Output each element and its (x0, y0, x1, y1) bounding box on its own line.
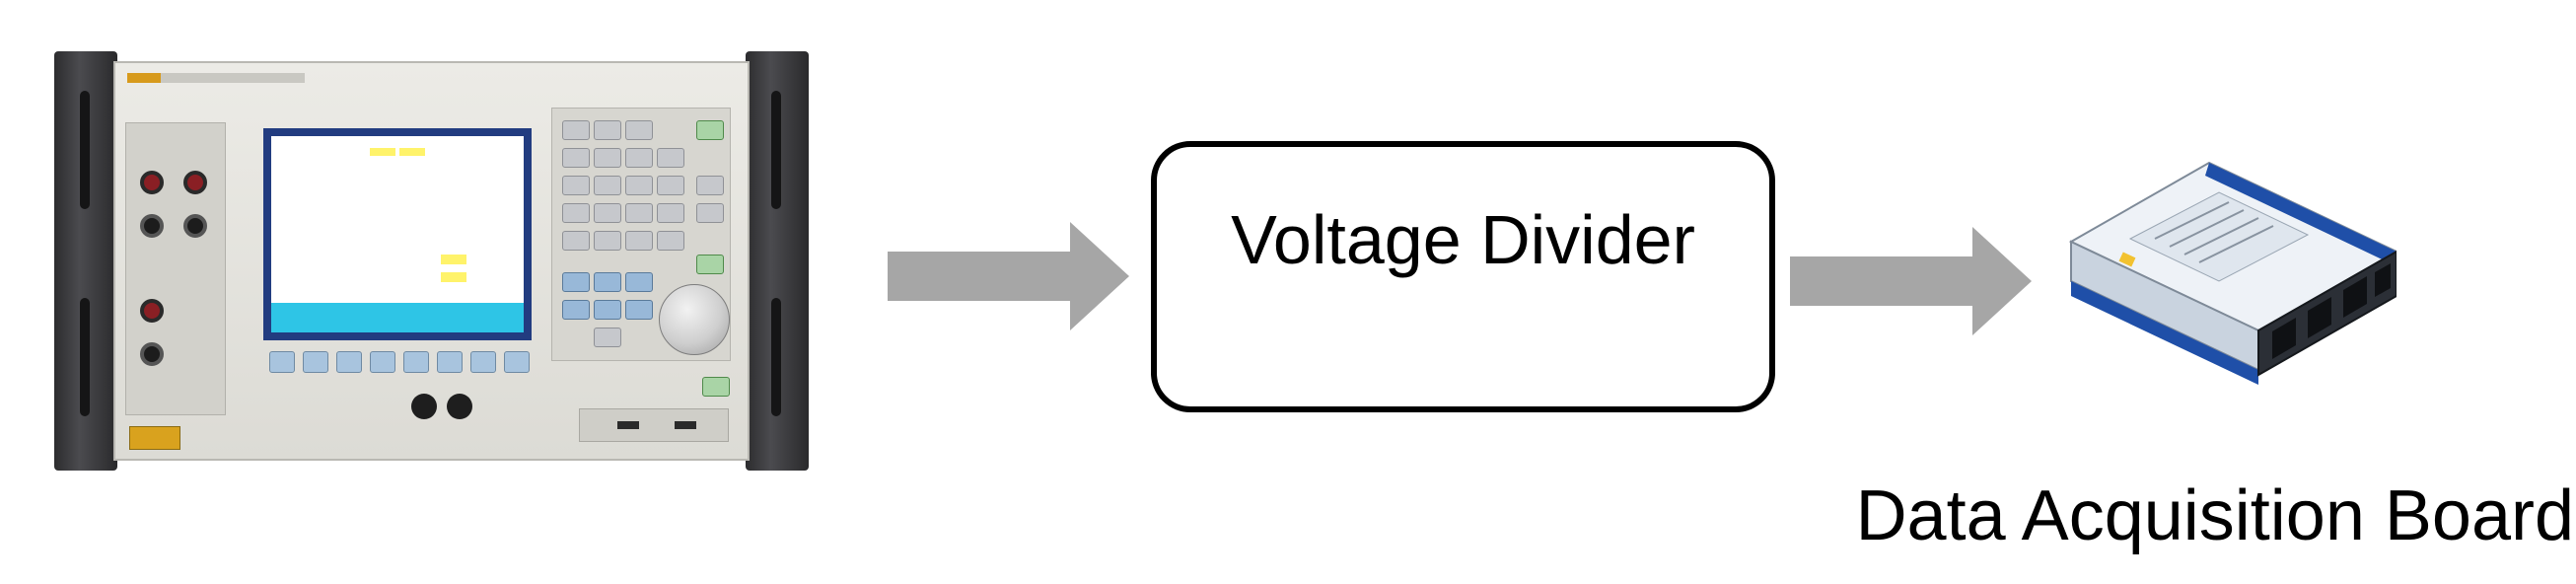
arrow-to-daq-shape (1790, 227, 2032, 335)
softkey-row (263, 351, 532, 379)
rack-ear-right (746, 51, 809, 471)
logo-badge (129, 426, 180, 450)
rotary-knob (659, 284, 730, 355)
data-acquisition-board-icon (2068, 161, 2397, 385)
arrow-to-divider-shape (888, 222, 1129, 330)
voltage-divider-label: Voltage Divider (1231, 201, 1695, 278)
instrument-keypad (551, 108, 731, 361)
calibrator-instrument-icon (54, 51, 809, 471)
drive-bay (579, 408, 729, 442)
voltage-divider-box: Voltage Divider (1151, 141, 1775, 412)
brand-strip (127, 73, 305, 83)
arrow-to-divider-icon (888, 222, 1129, 330)
daq-label: Data Acquisition Board (1855, 476, 2574, 555)
rack-ear-left (54, 51, 117, 471)
arrow-to-daq-icon (1790, 227, 2032, 335)
terminal-block (125, 122, 226, 415)
instrument-screen (263, 128, 532, 340)
instrument-front-panel (113, 61, 750, 461)
